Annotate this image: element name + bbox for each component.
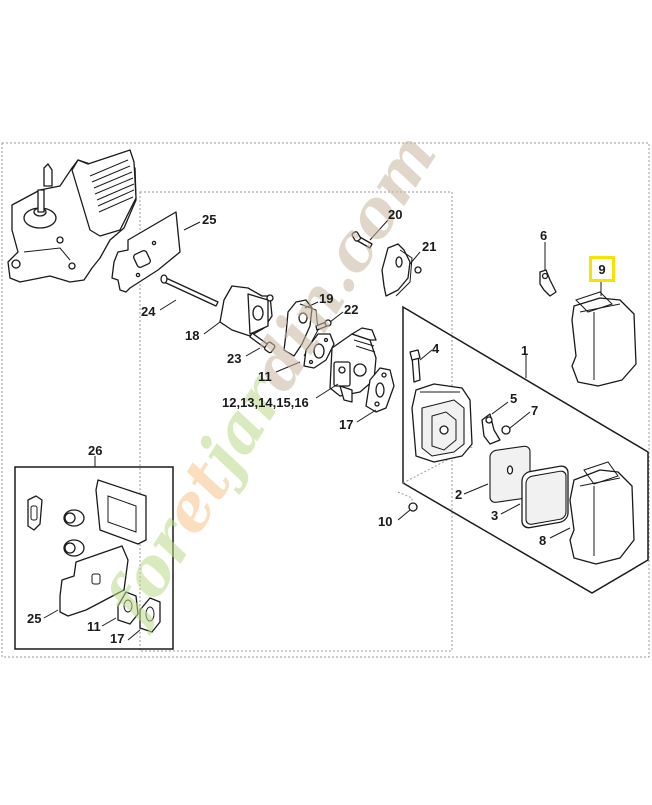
leader-lines (43, 219, 602, 641)
gasket-25-icon (111, 211, 181, 293)
label-11[interactable]: 11 (258, 369, 272, 384)
label-1[interactable]: 1 (521, 343, 529, 358)
label-9: 9 (598, 261, 606, 277)
label-2[interactable]: 2 (455, 487, 463, 502)
nut-10-icon (408, 502, 418, 512)
label-5[interactable]: 5 (510, 391, 518, 406)
highlighted-part-9[interactable]: 9 (589, 256, 615, 282)
label-10[interactable]: 10 (378, 514, 393, 529)
lever-4-icon (409, 349, 421, 383)
engine-crankcase-icon (7, 149, 137, 283)
filter-cover-9-icon (571, 291, 637, 387)
label-4[interactable]: 4 (432, 341, 440, 356)
label-22[interactable]: 22 (344, 302, 359, 317)
bolt-24-icon (160, 274, 219, 307)
label-26[interactable]: 26 (88, 443, 103, 458)
label-kit-11[interactable]: 11 (87, 619, 101, 634)
label-19[interactable]: 19 (319, 291, 334, 306)
bolt-23-icon (249, 332, 276, 354)
label-7[interactable]: 7 (531, 403, 539, 418)
label-kit-25[interactable]: 25 (27, 611, 42, 626)
screw-22-icon (315, 319, 332, 331)
label-24[interactable]: 24 (141, 304, 156, 319)
hidden-edge-2 (397, 491, 413, 505)
label-18[interactable]: 18 (185, 328, 200, 343)
screw-20-icon (351, 231, 373, 249)
label-kit-17[interactable]: 17 (110, 631, 125, 646)
filter-plate-2-icon (489, 445, 531, 503)
kit-contents-icon (27, 479, 161, 633)
kit-box-26 (14, 466, 174, 650)
air-filter-base-icon (411, 383, 473, 463)
gasket-17-icon (365, 367, 395, 413)
nut-7-icon (501, 425, 511, 435)
filter-3-icon (521, 465, 569, 529)
choke-bracket-21-icon (381, 243, 422, 297)
intake-manifold-18-icon (219, 285, 274, 337)
clip-6-icon (539, 269, 557, 297)
assembly-box-1 (402, 305, 649, 594)
label-23[interactable]: 23 (227, 351, 242, 366)
bracket-5-icon (481, 413, 501, 445)
outer-dashed-frame (1, 142, 650, 658)
gasket-11-icon (303, 333, 335, 369)
label-20[interactable]: 20 (388, 207, 403, 222)
label-25[interactable]: 25 (202, 212, 217, 227)
filter-cover-8-icon (569, 461, 635, 565)
label-6[interactable]: 6 (540, 228, 548, 243)
label-3[interactable]: 3 (491, 508, 499, 523)
label-21[interactable]: 21 (422, 239, 437, 254)
label-17[interactable]: 17 (339, 417, 354, 432)
label-8[interactable]: 8 (539, 533, 547, 548)
carburetor-icon (329, 327, 377, 403)
hidden-edge (402, 445, 475, 484)
label-12-16[interactable]: 12,13,14,15,16 (222, 395, 309, 410)
